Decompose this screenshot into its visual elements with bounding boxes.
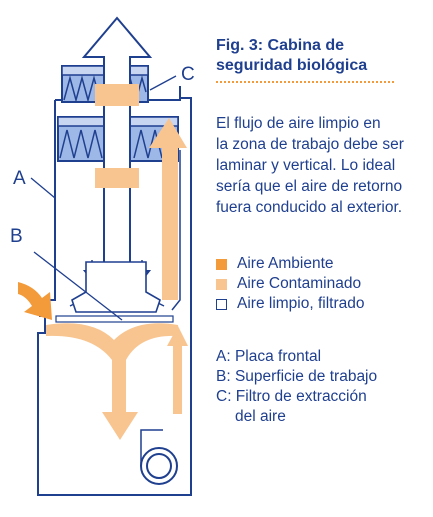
legend-swatch-contaminated [216,278,227,290]
key-c-line-2: del aire [235,408,286,425]
description-line-2: la zona de trabajo debe ser [216,136,404,153]
work-surface [55,315,174,323]
supply-air-band [95,168,139,188]
side-panel: Fig. 3: Cabina de seguridad biológica El… [216,0,433,517]
callout-a-leader [30,177,56,199]
legend-label-clean: Aire limpio, filtrado [237,295,365,312]
key-c-continued: del aire [216,407,433,427]
legend-item-ambient: Aire Ambiente [216,254,433,274]
figure-title-line-1: Fig. 3: Cabina de [216,37,345,54]
callout-a-label: A [13,168,26,189]
title-divider [216,81,394,83]
description-line-1: El flujo de aire limpio en [216,115,381,132]
key-b: B: Superficie de trabajo [216,368,378,385]
legend-item-clean: Aire limpio, filtrado [216,294,433,314]
callout-b-label: B [10,226,23,247]
figure-title-line-2: seguridad biológica [216,57,368,74]
exhaust-air-band [95,84,139,106]
work-zone-flow-outline [71,261,161,313]
legend-swatch-clean [216,298,227,310]
blower-fan [146,453,172,479]
return-air-up-arrow [149,118,187,300]
figure-description: El flujo de aire limpio en la zona de tr… [216,113,433,218]
description-line-4: sería que el aire de retorno [216,178,403,195]
key-a: A: Placa frontal [216,348,322,365]
legend: Aire Ambiente Aire Contaminado Aire limp… [216,254,433,314]
key-list: A: Placa frontal B: Superficie de trabaj… [216,347,433,427]
key-c: C: Filtro de extracción [216,388,367,405]
downflow-split-arrow [46,323,178,440]
figure-title: Fig. 3: Cabina de seguridad biológica [216,36,426,76]
biosafety-cabinet-diagram [18,16,192,496]
blower-scroll [140,429,163,466]
legend-swatch-ambient [216,258,227,270]
legend-label-ambient: Aire Ambiente [237,255,334,272]
description-line-3: laminar y vertical. Lo ideal [216,157,396,174]
return-riser-arrow [167,326,188,414]
inner-plenum-wall [171,150,181,311]
ambient-air-inlet-arrow [18,282,52,320]
legend-item-contaminated: Aire Contaminado [216,274,433,294]
callout-b-leader [33,251,123,321]
callout-c-leader [149,75,177,91]
legend-label-contaminated: Aire Contaminado [237,275,362,292]
callout-c-label: C [181,64,195,85]
description-line-5: fuera conducido al exterior. [216,199,403,216]
